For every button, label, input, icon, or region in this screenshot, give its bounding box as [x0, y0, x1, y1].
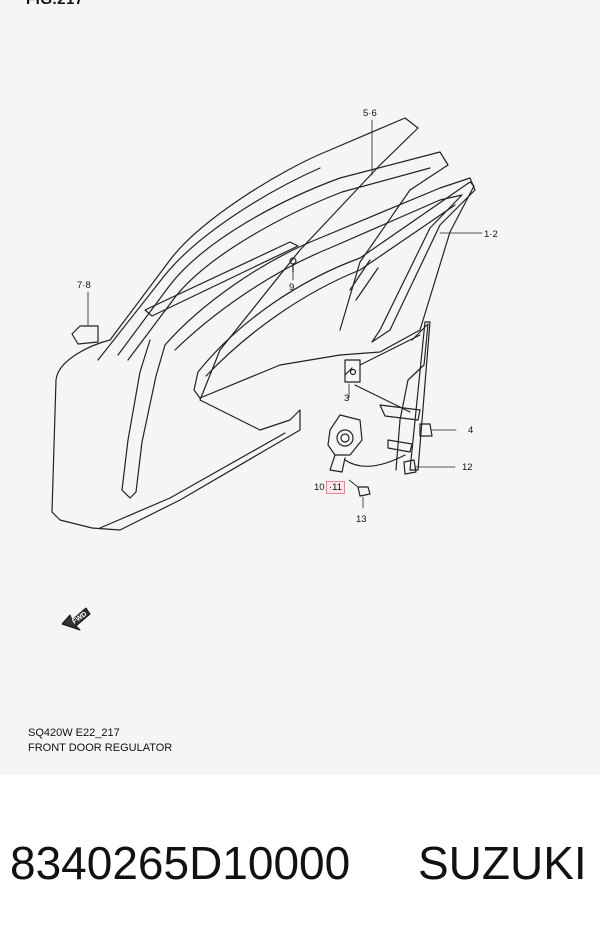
regulator-cable-lower	[344, 454, 406, 467]
brand-name: SUZUKI	[418, 837, 587, 889]
bolt-4	[419, 423, 457, 437]
callout-3: 3	[344, 393, 350, 404]
callout-4: 4	[468, 425, 474, 436]
callout-10: 10	[314, 482, 325, 493]
door-belt-strip	[144, 241, 299, 317]
bolt-12	[403, 459, 456, 475]
part-number: 8340265D10000	[10, 837, 351, 889]
regulator-cable	[354, 384, 411, 413]
window-run-channel-inner	[127, 167, 431, 361]
door-panel-outline	[51, 117, 419, 531]
callout-7-8: 7·8	[77, 280, 91, 291]
door-regulator-drawing	[51, 117, 483, 631]
callout-5-6: 5·6	[363, 108, 377, 119]
belt-molding	[71, 325, 99, 345]
door-glass-inner-line	[205, 204, 456, 377]
glass-run-channel	[121, 177, 476, 499]
clip-9	[289, 257, 297, 281]
regulator-bracket	[379, 404, 421, 421]
callout-12: 12	[462, 462, 473, 473]
regulator-rail-top	[395, 323, 429, 471]
diagram-title: FRONT DOOR REGULATOR	[28, 742, 173, 754]
door-glass	[193, 181, 475, 399]
callout-9: 9	[289, 282, 295, 293]
callout-11-highlighted: ·11	[325, 481, 346, 494]
window-motor	[327, 414, 363, 473]
callout-1-2: 1·2	[484, 229, 498, 240]
nut-13	[357, 486, 371, 509]
regulator-rail	[409, 321, 431, 471]
window-run-channel-outer	[117, 151, 449, 356]
fwd-label: FWD	[71, 611, 88, 625]
door-panel-lower-edge	[99, 432, 286, 529]
figure-header: FIG.217	[26, 0, 84, 8]
svg-text:FWD: FWD	[71, 611, 88, 625]
model-code: SQ420W E22_217	[28, 727, 120, 739]
door-panel-inner-edge	[97, 167, 321, 361]
bracket-3	[344, 359, 361, 383]
diagram-panel: FIG.217 5·6 1·2 7·8 9 3 4 12 10 ·11 13 F…	[26, 0, 498, 754]
fwd-arrow-icon	[61, 607, 91, 631]
callout-13: 13	[356, 514, 367, 525]
